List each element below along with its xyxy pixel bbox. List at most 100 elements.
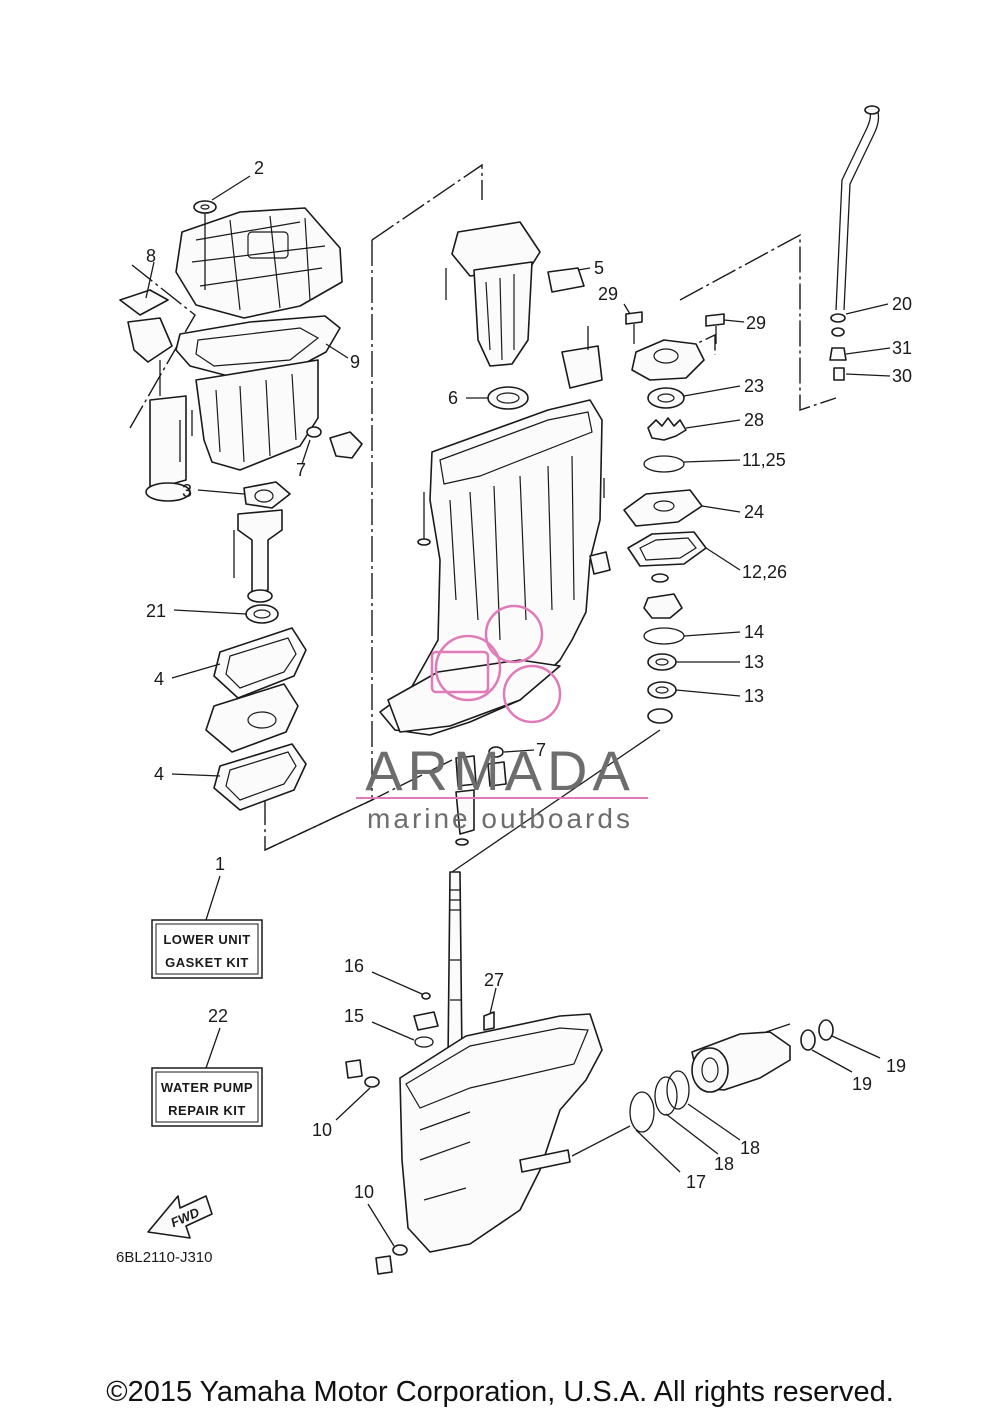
callout-15: 15: [344, 1006, 364, 1026]
part-exhaust-guide: [237, 509, 283, 595]
callout-13-upper: 13: [744, 652, 764, 672]
leader-3: [197, 489, 245, 495]
part-exhaust-gasket-hole: [254, 489, 274, 503]
part-lower-casing-ribs: [419, 1111, 471, 1201]
part-washer-lower: [647, 708, 673, 724]
leader-28: [685, 419, 741, 429]
leader-driveshaft: [451, 729, 661, 873]
part-drain-screw-upper: [345, 1059, 363, 1079]
leader-29-left: [623, 303, 631, 315]
part-engine-base-ribs: [191, 215, 326, 311]
part-water-tube: [835, 109, 872, 311]
part-oil-seal-2: [647, 681, 677, 699]
gasket-kit-line2: GASKET KIT: [165, 955, 249, 970]
leader-9: [325, 343, 349, 359]
part-pump-insert-hole: [657, 393, 675, 403]
leader-8: [145, 261, 155, 299]
part-exhaust-tube-ribs: [485, 274, 515, 361]
gasket-kit-label: LOWER UNIT GASKET KIT: [151, 919, 263, 979]
pump-kit-line1: WATER PUMP: [161, 1080, 253, 1095]
leader-24: [701, 505, 741, 513]
leader-7-center: [503, 749, 535, 753]
part-engine-base-plate: [175, 207, 343, 319]
part-mount-plate: [205, 683, 299, 753]
pump-kit-label: WATER PUMP REPAIR KIT: [151, 1067, 263, 1127]
callout-2: 2: [254, 158, 264, 178]
callout-17: 17: [686, 1172, 706, 1192]
part-key-27: [483, 1011, 495, 1031]
leader-21: [173, 609, 247, 615]
part-upper-casing-rim: [439, 411, 593, 485]
callout-30: 30: [892, 366, 912, 386]
leader-18-b: [687, 1103, 741, 1141]
callout-21: 21: [146, 601, 166, 621]
part-pump-insert: [647, 387, 685, 409]
part-pump-gasket-inner: [639, 537, 697, 561]
part-exhaust-gasket: [243, 481, 291, 509]
part-screw-left: [625, 311, 643, 325]
part-collar: [651, 573, 669, 583]
leader-27: [489, 987, 497, 1015]
part-grommet-30: [833, 367, 845, 381]
callout-14: 14: [744, 622, 764, 642]
callout-16: 16: [344, 956, 364, 976]
leader-11-25: [683, 459, 741, 463]
part-spline-coupler: [455, 755, 477, 787]
part-exhaust-tube: [473, 261, 533, 367]
part-oil-seal-2-inner: [655, 686, 669, 694]
callout-7-left: 7: [296, 460, 306, 480]
callout-1: 1: [215, 854, 225, 874]
watermark-brand: ARMADA: [365, 739, 635, 802]
leader-14: [683, 631, 741, 637]
group-boundary-center-vertical: [264, 240, 373, 852]
gasket-kit-box-inner: [155, 923, 259, 975]
leader-23: [683, 385, 741, 397]
watermark-tagline: marine outboards: [367, 803, 633, 834]
part-oring-14: [643, 627, 685, 645]
leader-4-lower: [171, 773, 221, 777]
part-bearing-housing-flange: [691, 1047, 729, 1093]
part-lower-casing: [399, 1013, 603, 1253]
part-water-tube-outer: [843, 111, 880, 311]
part-oil-pan: [195, 359, 319, 471]
part-oring-11: [643, 455, 685, 473]
callout-27: 27: [484, 970, 504, 990]
part-gasket-10-lower: [392, 1244, 408, 1256]
part-oring-18-a: [654, 1076, 678, 1116]
callout-18-a: 18: [714, 1154, 734, 1174]
part-grommet-left: [306, 426, 322, 438]
leader-4-upper: [171, 663, 221, 679]
part-fitting-left: [329, 431, 363, 459]
leader-10-lower: [367, 1203, 395, 1247]
leader-2: [211, 175, 251, 201]
callout-22: 22: [208, 1006, 228, 1026]
part-pump-housing: [631, 339, 705, 381]
pump-kit-box: [151, 1067, 263, 1127]
part-upper-casing-ribs: [449, 455, 575, 641]
callout-10-lower: 10: [354, 1182, 374, 1202]
part-gasket-10-upper: [364, 1076, 380, 1088]
part-clip: [455, 838, 469, 846]
part-bearing-housing-bore: [701, 1057, 719, 1083]
leader-30: [845, 373, 891, 377]
fwd-arrow-shape: [147, 1195, 213, 1239]
part-casing-bumper: [589, 551, 611, 575]
part-outer-plate-hole: [653, 500, 675, 512]
leader-22: [205, 1027, 221, 1069]
part-mount-plate-hole: [247, 711, 277, 729]
leader-18-a: [665, 1113, 719, 1155]
part-cover-plate: [561, 345, 603, 389]
callout-12-26: 12,26: [742, 562, 787, 582]
part-outer-plate: [623, 489, 703, 527]
callout-28: 28: [744, 410, 764, 430]
part-gasket-upper-inner: [225, 637, 297, 689]
gasket-kit-box: [151, 919, 263, 979]
watermark-logo-mark: [430, 604, 562, 724]
callout-8: 8: [146, 246, 156, 266]
callout-10-upper: 10: [312, 1120, 332, 1140]
leader-31: [845, 347, 891, 355]
callout-29-right: 29: [746, 313, 766, 333]
callout-29-left: 29: [598, 284, 618, 304]
part-washer-hole: [200, 204, 210, 210]
